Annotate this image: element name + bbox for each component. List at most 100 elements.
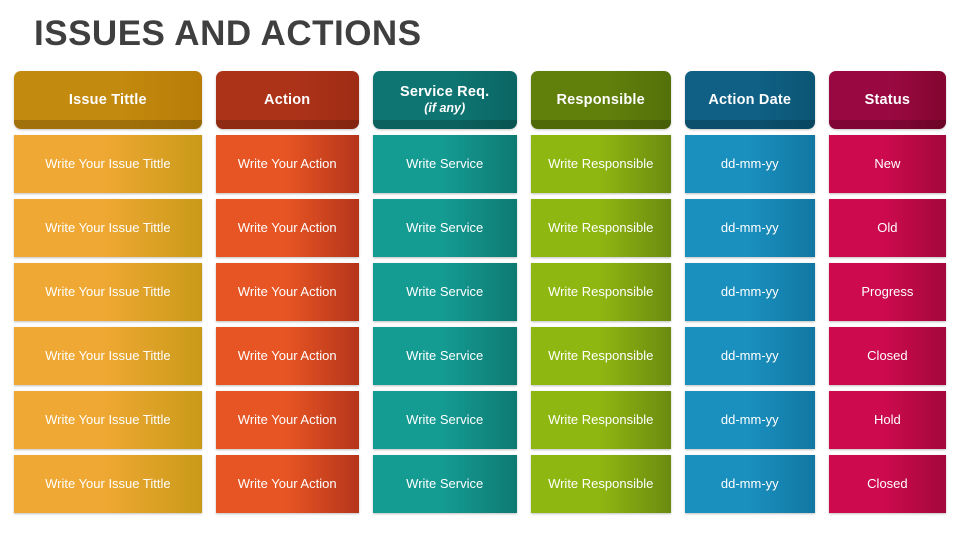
cell-text: Write Your Issue Tittle bbox=[45, 475, 171, 491]
cell-issue_tittle[interactable]: Write Your Issue Tittle bbox=[14, 455, 202, 513]
cell-service_req[interactable]: Write Service bbox=[372, 199, 517, 257]
cell-text: Write Your Action bbox=[237, 411, 337, 427]
column-gutter bbox=[517, 327, 531, 385]
column-header-status[interactable]: Status bbox=[828, 71, 946, 129]
cell-text: dd-mm-yy bbox=[720, 411, 779, 427]
cell-text: New bbox=[874, 155, 901, 171]
column-header-label: Action bbox=[264, 91, 311, 108]
column-gutter bbox=[815, 455, 829, 513]
cell-action[interactable]: Write Your Action bbox=[215, 455, 359, 513]
table-row: Write Your Issue Tittle Write Your Action… bbox=[14, 455, 946, 513]
cell-responsible[interactable]: Write Responsible bbox=[530, 263, 671, 321]
column-gutter bbox=[359, 455, 373, 513]
table-row: Write Your Issue Tittle Write Your Action… bbox=[14, 263, 946, 321]
cell-action[interactable]: Write Your Action bbox=[215, 263, 359, 321]
column-header-label: Status bbox=[864, 91, 911, 108]
cell-action[interactable]: Write Your Action bbox=[215, 327, 359, 385]
column-gutter bbox=[359, 135, 373, 193]
column-gutter bbox=[359, 71, 373, 129]
column-gutter bbox=[815, 71, 829, 129]
cell-responsible[interactable]: Write Responsible bbox=[530, 199, 671, 257]
cell-action_date[interactable]: dd-mm-yy bbox=[684, 199, 815, 257]
cell-issue_tittle[interactable]: Write Your Issue Tittle bbox=[14, 391, 202, 449]
cell-text: Write Responsible bbox=[548, 475, 654, 491]
cell-text: Write Your Issue Tittle bbox=[45, 219, 171, 235]
column-header-label: Responsible bbox=[556, 91, 645, 108]
cell-responsible[interactable]: Write Responsible bbox=[530, 135, 671, 193]
cell-issue_tittle[interactable]: Write Your Issue Tittle bbox=[14, 327, 202, 385]
cell-issue_tittle[interactable]: Write Your Issue Tittle bbox=[14, 199, 202, 257]
cell-text: Closed bbox=[867, 347, 908, 363]
cell-text: Write Service bbox=[406, 475, 484, 491]
cell-text: Write Responsible bbox=[548, 411, 654, 427]
column-header-action_date[interactable]: Action Date bbox=[684, 71, 815, 129]
table-row: Write Your Issue Tittle Write Your Action… bbox=[14, 199, 946, 257]
column-header-action[interactable]: Action bbox=[215, 71, 359, 129]
cell-text: dd-mm-yy bbox=[720, 219, 779, 235]
cell-text: Write Your Issue Tittle bbox=[45, 411, 171, 427]
cell-status[interactable]: Progress bbox=[828, 263, 946, 321]
column-gutter bbox=[815, 199, 829, 257]
cell-action[interactable]: Write Your Action bbox=[215, 135, 359, 193]
cell-status[interactable]: Hold bbox=[828, 391, 946, 449]
column-gutter bbox=[671, 263, 685, 321]
column-gutter bbox=[517, 455, 531, 513]
column-header-issue_tittle[interactable]: Issue Tittle bbox=[14, 71, 202, 129]
column-gutter bbox=[202, 71, 216, 129]
column-gutter bbox=[517, 199, 531, 257]
cell-status[interactable]: New bbox=[828, 135, 946, 193]
issues-and-actions-table: Issue Tittle Action Service Req.(if any) Re… bbox=[14, 71, 946, 513]
column-header-service_req[interactable]: Service Req.(if any) bbox=[372, 71, 517, 129]
cell-responsible[interactable]: Write Responsible bbox=[530, 327, 671, 385]
cell-text: Write Responsible bbox=[548, 219, 654, 235]
column-header-responsible[interactable]: Responsible bbox=[530, 71, 671, 129]
column-gutter bbox=[202, 455, 216, 513]
column-gutter bbox=[815, 263, 829, 321]
page-title: ISSUES AND ACTIONS bbox=[34, 14, 422, 53]
column-gutter bbox=[517, 391, 531, 449]
column-gutter bbox=[517, 71, 531, 129]
column-header-label: Action Date bbox=[708, 91, 792, 108]
cell-text: Write Your Action bbox=[237, 283, 337, 299]
cell-text: Write Your Action bbox=[237, 347, 337, 363]
column-gutter bbox=[815, 327, 829, 385]
cell-text: Write Your Issue Tittle bbox=[45, 155, 171, 171]
table-header-row: Issue Tittle Action Service Req.(if any) Re… bbox=[14, 71, 946, 129]
cell-text: Write Service bbox=[406, 155, 484, 171]
cell-text: Write Service bbox=[406, 283, 484, 299]
cell-text: Write Service bbox=[406, 411, 484, 427]
cell-text: Write Your Action bbox=[237, 475, 337, 491]
cell-action_date[interactable]: dd-mm-yy bbox=[684, 391, 815, 449]
table-row: Write Your Issue Tittle Write Your Action… bbox=[14, 327, 946, 385]
column-gutter bbox=[202, 327, 216, 385]
cell-text: Hold bbox=[874, 411, 901, 427]
cell-action_date[interactable]: dd-mm-yy bbox=[684, 135, 815, 193]
cell-action[interactable]: Write Your Action bbox=[215, 199, 359, 257]
column-gutter bbox=[671, 71, 685, 129]
cell-responsible[interactable]: Write Responsible bbox=[530, 391, 671, 449]
cell-responsible[interactable]: Write Responsible bbox=[530, 455, 671, 513]
cell-issue_tittle[interactable]: Write Your Issue Tittle bbox=[14, 263, 202, 321]
cell-service_req[interactable]: Write Service bbox=[372, 391, 517, 449]
column-header-sublabel: (if any) bbox=[424, 101, 466, 116]
column-gutter bbox=[202, 391, 216, 449]
cell-service_req[interactable]: Write Service bbox=[372, 135, 517, 193]
cell-action[interactable]: Write Your Action bbox=[215, 391, 359, 449]
cell-text: Write Service bbox=[406, 219, 484, 235]
cell-service_req[interactable]: Write Service bbox=[372, 455, 517, 513]
cell-issue_tittle[interactable]: Write Your Issue Tittle bbox=[14, 135, 202, 193]
cell-action_date[interactable]: dd-mm-yy bbox=[684, 455, 815, 513]
cell-status[interactable]: Closed bbox=[828, 455, 946, 513]
column-gutter bbox=[202, 135, 216, 193]
cell-action_date[interactable]: dd-mm-yy bbox=[684, 263, 815, 321]
column-gutter bbox=[202, 263, 216, 321]
cell-status[interactable]: Old bbox=[828, 199, 946, 257]
cell-action_date[interactable]: dd-mm-yy bbox=[684, 327, 815, 385]
cell-service_req[interactable]: Write Service bbox=[372, 327, 517, 385]
cell-service_req[interactable]: Write Service bbox=[372, 263, 517, 321]
column-gutter bbox=[359, 327, 373, 385]
cell-status[interactable]: Closed bbox=[828, 327, 946, 385]
cell-text: Old bbox=[877, 219, 898, 235]
cell-text: Write Your Action bbox=[237, 155, 337, 171]
